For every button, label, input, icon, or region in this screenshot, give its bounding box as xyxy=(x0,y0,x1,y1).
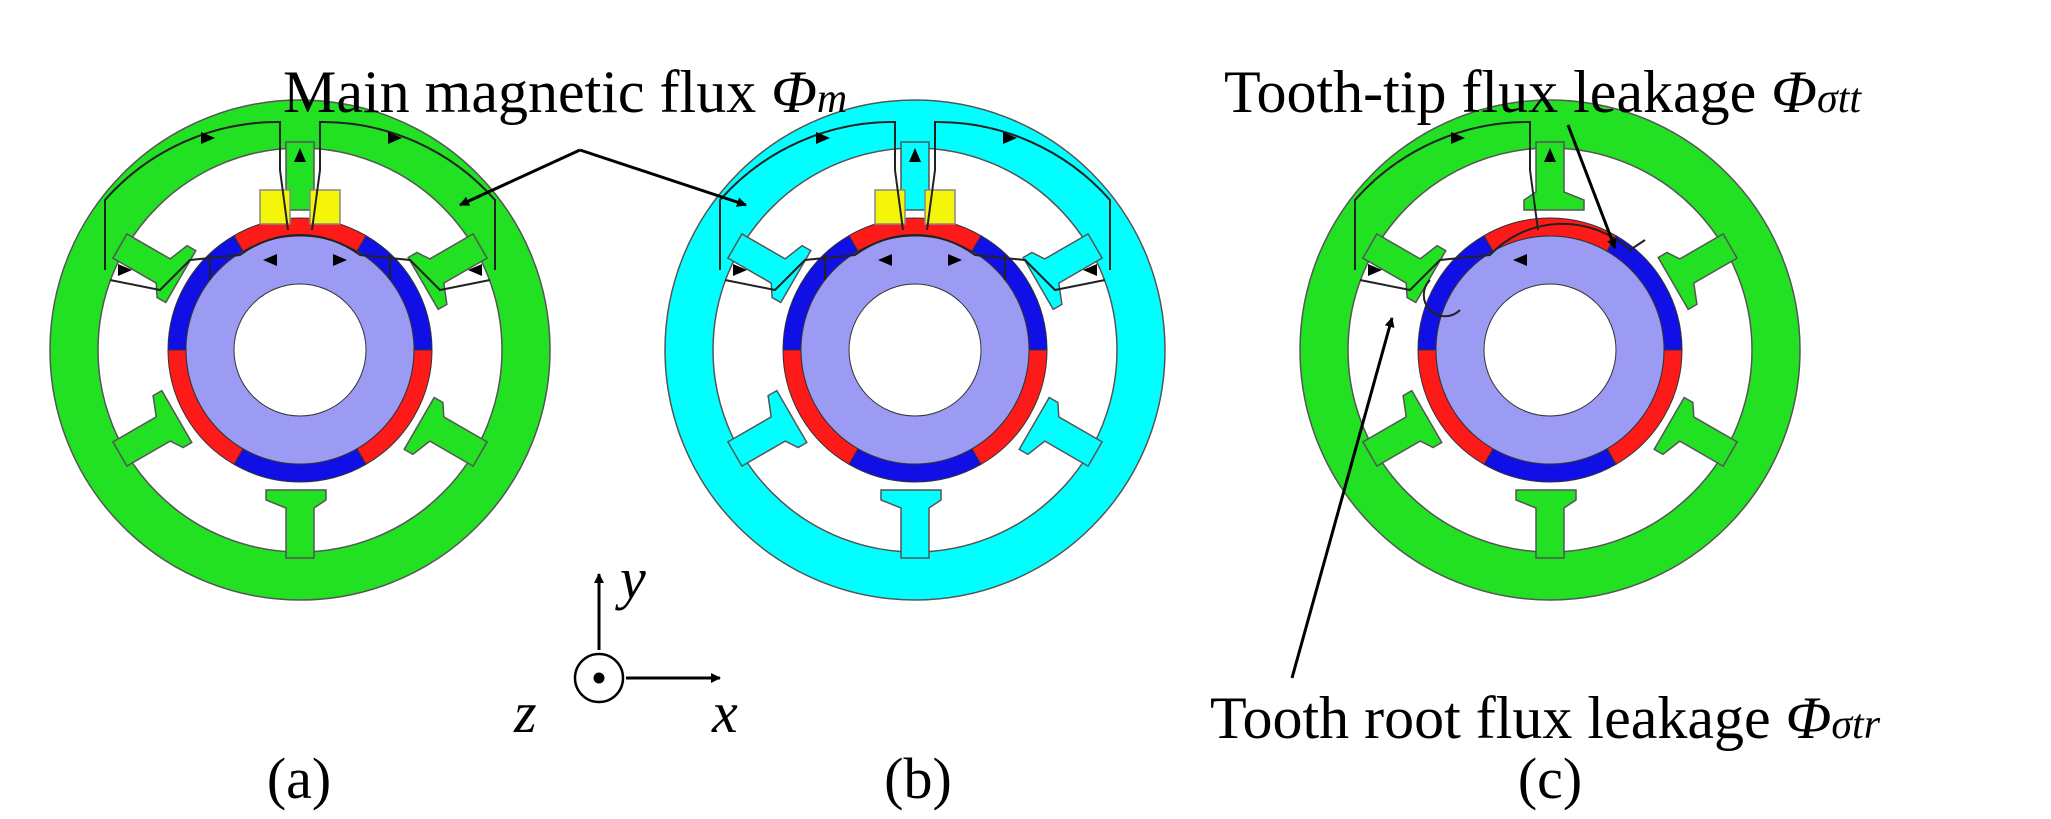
flux-arrowhead xyxy=(909,148,921,162)
flux-arrowhead xyxy=(294,148,306,162)
stator-tooth xyxy=(1018,396,1104,468)
stator-tooth xyxy=(726,232,812,304)
shaft-hole xyxy=(1483,283,1617,417)
stator-tooth xyxy=(111,232,197,304)
callout-arrows xyxy=(459,124,1617,679)
flux-arrowhead xyxy=(733,264,747,276)
tooth-tip-leakage-label: Tooth-tip flux leakage Φσtt xyxy=(1224,59,1862,125)
flux-arrowhead xyxy=(878,254,892,266)
shaft-hole xyxy=(233,283,367,417)
stator-tooth xyxy=(1361,389,1443,468)
arrow-root-leakage xyxy=(1290,317,1395,679)
stator-tooth xyxy=(1653,396,1739,468)
stator-tooth xyxy=(1515,489,1577,559)
stator-yoke xyxy=(664,99,1166,601)
y-axis-label: y xyxy=(615,546,646,611)
flux-arrowhead xyxy=(263,254,277,266)
flux-arrowhead xyxy=(1544,148,1556,162)
motor-b xyxy=(664,99,1166,601)
stator-tooth xyxy=(407,232,489,311)
flux-arrowhead xyxy=(118,264,132,276)
flux-arrowhead xyxy=(468,264,482,276)
flux-arrowhead xyxy=(1451,132,1465,144)
panel-label-c: (c) xyxy=(1518,746,1582,811)
panel-label-b: (b) xyxy=(884,746,952,811)
flux-arrowhead xyxy=(1368,264,1382,276)
stator-tooth xyxy=(880,489,942,559)
motor-c xyxy=(1299,99,1801,601)
stator-tooth xyxy=(726,389,808,468)
stator-tooth xyxy=(111,389,193,468)
panel-label-a: (a) xyxy=(267,746,331,811)
arrow-main-flux-to-b xyxy=(579,148,747,207)
flux-arrowhead xyxy=(948,254,962,266)
z-axis-label: z xyxy=(513,680,537,745)
flux-path xyxy=(104,120,496,292)
stator-tooth xyxy=(1523,141,1585,211)
arrow-tip-leakage xyxy=(1566,124,1617,249)
flux-arrowhead xyxy=(333,254,347,266)
flux-arrowhead xyxy=(388,132,402,144)
stator-tooth xyxy=(1022,232,1104,311)
motor-a xyxy=(49,99,551,601)
flux-arrowhead xyxy=(1083,264,1097,276)
flux-arrowhead xyxy=(816,132,830,144)
stator-yoke xyxy=(1299,99,1801,601)
coordinate-axes: y x z xyxy=(513,546,738,745)
arrow-main-flux-to-a xyxy=(459,148,581,207)
stator-yoke xyxy=(49,99,551,601)
flux-arrowhead xyxy=(1003,132,1017,144)
stator-tooth xyxy=(403,396,489,468)
tooth-root-leakage-label: Tooth root flux leakage Φσtr xyxy=(1210,685,1881,751)
main-flux-label: Main magnetic flux Φm xyxy=(283,59,847,125)
stator-tooth xyxy=(265,489,327,559)
x-axis-label: x xyxy=(711,680,738,745)
shaft-hole xyxy=(848,283,982,417)
flux-path xyxy=(719,120,1111,292)
flux-arrowhead xyxy=(201,132,215,144)
stator-tooth xyxy=(1657,232,1739,311)
flux-arrowhead xyxy=(1513,254,1527,266)
z-axis-dot xyxy=(593,672,605,684)
